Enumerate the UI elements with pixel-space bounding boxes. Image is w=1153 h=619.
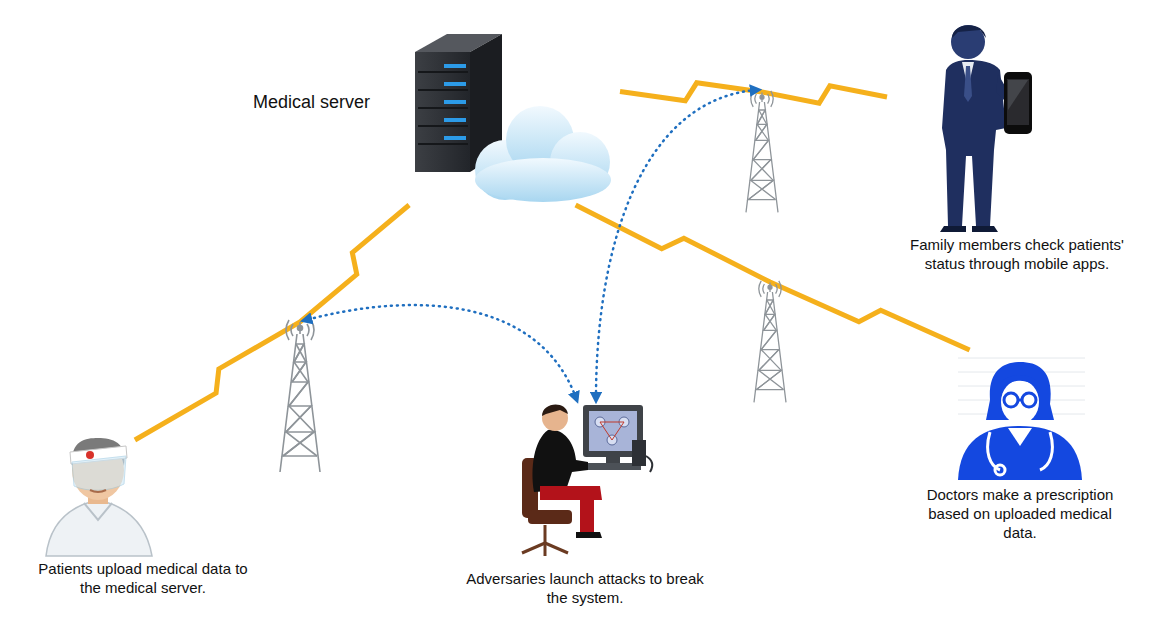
caption-text: Doctors make a prescription based on upl…: [914, 486, 1126, 542]
server-icon: [418, 107, 468, 109]
node-label: Medical server: [253, 91, 370, 114]
doctor-icon: [1008, 428, 1032, 446]
server-icon: [444, 136, 466, 140]
attack-arrow: [306, 305, 576, 398]
doctor-icon: [958, 426, 1082, 480]
adversary-icon: [540, 486, 602, 532]
patient-icon: [46, 500, 152, 556]
family-member-icon: [952, 25, 986, 38]
patient-node: Patients upload medical data to the medi…: [8, 440, 278, 602]
server-node: Medical server: [250, 25, 620, 205]
family-member-icon: [1008, 80, 1028, 110]
cell-tower: [754, 281, 786, 403]
adversary-icon: [589, 411, 637, 451]
family-member-icon: [940, 226, 998, 232]
family-member-icon: [1004, 72, 1032, 134]
attack-arrow: [596, 90, 756, 398]
family-member-node: Family members check patients' status th…: [887, 12, 1147, 278]
doctor-node: Doctors make a prescription based on upl…: [900, 350, 1140, 546]
patient-icon: [72, 456, 126, 490]
adversary-icon: [522, 525, 568, 556]
cloud-icon: [475, 158, 611, 202]
adversary-icon: [533, 430, 588, 492]
doctor-icon: [958, 400, 1085, 401]
server-icon: [418, 89, 468, 91]
family-member-icon: [964, 66, 972, 102]
server-icon: [418, 125, 468, 127]
family-member-icon: [942, 60, 1006, 226]
server-icon: [418, 71, 468, 73]
adversary-icon: [522, 404, 652, 556]
doctor-icon: [1018, 399, 1022, 402]
server-icon: [444, 118, 466, 122]
wireless-link: [135, 205, 409, 440]
adversary-icon: [576, 532, 602, 538]
server-icon: [418, 143, 468, 145]
server-icon: [444, 64, 466, 140]
wireless-link: [576, 205, 970, 350]
caption-text: Patients upload medical data to the medi…: [34, 560, 252, 598]
caption-text: Family members check patients' status th…: [901, 236, 1133, 274]
family-member-icon: [940, 25, 1032, 232]
adversary-node: Adversaries launch attacks to break the …: [430, 400, 740, 612]
patient-icon: [46, 438, 152, 556]
adversary-icon: [545, 543, 568, 553]
family-member-icon: [951, 25, 985, 59]
server-icon: [444, 100, 466, 104]
attack-arrow: [306, 90, 756, 398]
server-icon: [444, 82, 466, 86]
doctor-icon: [995, 465, 1005, 475]
server-icon: [418, 72, 468, 144]
patient-icon: [84, 503, 112, 520]
server-icon: [415, 52, 470, 172]
cell-tower: [754, 281, 786, 403]
server-icon: [444, 64, 466, 68]
adversary-icon: [542, 404, 568, 416]
caption-text: Adversaries launch attacks to break the …: [456, 570, 714, 608]
doctor-icon: [958, 358, 1085, 359]
cell-tower: [746, 91, 778, 213]
adversary-icon: [522, 543, 545, 553]
cell-tower: [280, 320, 320, 472]
adversary-icon: [544, 525, 547, 543]
cell-tower: [280, 320, 320, 472]
adversary-icon: [542, 405, 568, 431]
adversary-icon: [595, 417, 629, 445]
family-member-icon: [1007, 79, 1029, 125]
wireless-link: [620, 83, 887, 103]
adversary-icon: [646, 456, 652, 472]
adversary-icon: [632, 440, 646, 466]
adversary-icon: [544, 543, 547, 556]
adversary-icon: [528, 510, 572, 524]
doctor-icon: [1000, 375, 1040, 392]
patient-icon: [86, 451, 94, 459]
adversary-icon: [600, 422, 624, 440]
doctor-icon: [958, 358, 1085, 480]
cell-tower: [746, 91, 778, 213]
cloud-icon: [475, 106, 611, 202]
doctor-icon: [1022, 393, 1036, 407]
doctor-icon: [1001, 380, 1039, 424]
patient-icon: [90, 490, 106, 492]
doctor-icon: [1004, 393, 1018, 407]
